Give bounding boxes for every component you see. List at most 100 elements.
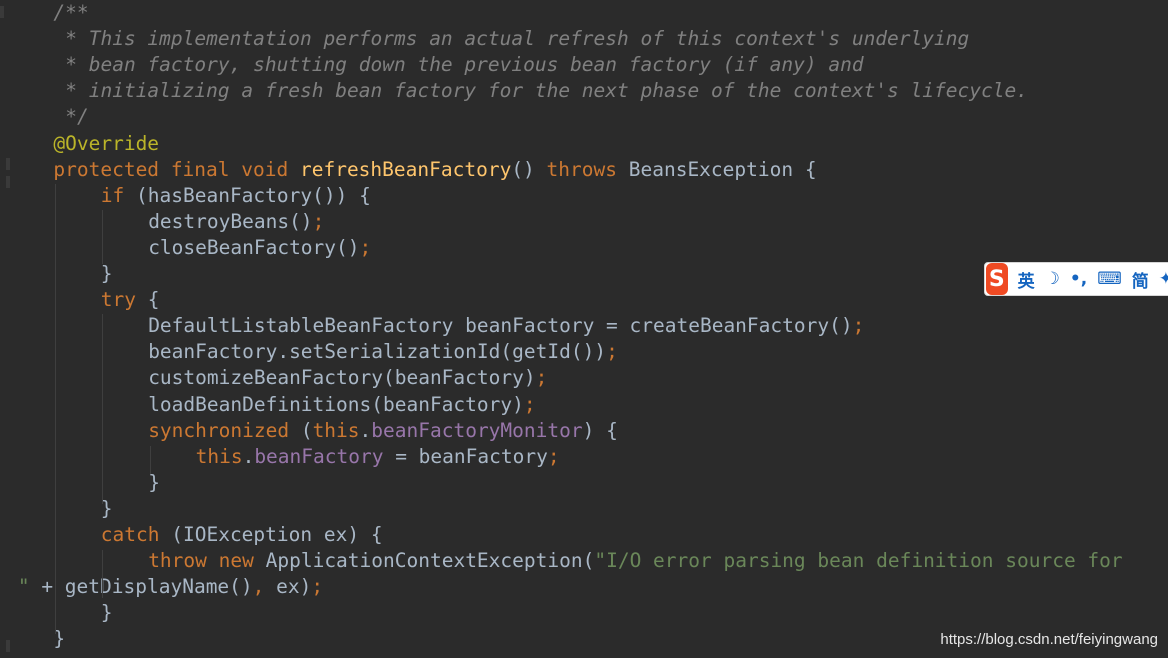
code-token: this: [312, 418, 360, 442]
code-line: * This implementation performs an actual…: [65, 26, 969, 52]
gutter-fold-mark: [6, 176, 10, 188]
sogou-logo-icon[interactable]: S: [986, 263, 1008, 295]
code-token: [230, 158, 242, 181]
code-token: */: [65, 105, 89, 129]
code-token: DefaultListableBeanFactory beanFactory =…: [148, 314, 853, 338]
watermark-url: https://blog.csdn.net/feiyingwang: [940, 631, 1158, 648]
code-line: }: [53, 626, 65, 652]
code-line: customizeBeanFactory(beanFactory);: [148, 365, 547, 391]
code-token: beanFactory.setSerializationId(getId()): [148, 340, 607, 364]
code-line: catch (IOException ex) {: [101, 522, 383, 548]
code-line: */: [65, 104, 88, 130]
code-token: ) {: [582, 418, 618, 442]
code-line: throw new ApplicationContextException("I…: [148, 548, 1122, 574]
indent-guide: [102, 210, 103, 264]
code-token: ;: [547, 444, 560, 468]
indent-guide: [150, 446, 151, 474]
code-line: }: [101, 496, 113, 522]
code-line: }: [101, 600, 113, 626]
code-token: .: [359, 418, 372, 442]
code-token: loadBeanDefinitions(beanFactory): [148, 392, 524, 416]
code-token: ,: [252, 575, 265, 599]
code-line: closeBeanFactory();: [148, 235, 371, 261]
code-token: this: [195, 444, 243, 468]
code-line: * initializing a fresh bean factory for …: [65, 78, 1028, 104]
code-token: {: [136, 288, 160, 312]
code-line: this.beanFactory = beanFactory;: [196, 444, 560, 470]
code-token: @Override: [53, 131, 160, 155]
ime-toolbar[interactable]: S 英 ☽ •, ⌨ 简 ✦: [984, 262, 1168, 296]
code-line: try {: [101, 287, 160, 313]
code-line: * bean factory, shutting down the previo…: [65, 52, 863, 78]
code-line: if (hasBeanFactory()) {: [101, 183, 371, 209]
ime-simplified-toggle[interactable]: 简: [1131, 271, 1149, 292]
code-token: protected: [53, 157, 160, 181]
code-token: destroyBeans(): [148, 209, 313, 233]
code-token: }: [100, 601, 113, 625]
code-token: (hasBeanFactory()) {: [124, 183, 371, 207]
indent-guide: [102, 314, 103, 504]
code-token: customizeBeanFactory(beanFactory): [148, 366, 536, 390]
code-line: }: [148, 470, 160, 496]
moon-icon[interactable]: ☽: [1044, 269, 1060, 289]
code-token: (IOException ex) {: [159, 523, 383, 546]
code-token: /**: [53, 1, 89, 24]
code-token: [159, 158, 171, 181]
indent-guide: [102, 550, 103, 598]
code-token: [207, 549, 219, 572]
code-line: synchronized (this.beanFactoryMonitor) {: [148, 418, 618, 444]
punctuation-icon[interactable]: •,: [1069, 269, 1088, 289]
code-token: [288, 158, 300, 181]
code-line: @Override: [53, 131, 159, 157]
code-token: new: [218, 549, 254, 573]
code-token: "I/O error parsing bean definition sourc…: [594, 549, 1123, 573]
code-token: throws: [546, 157, 617, 181]
keyboard-icon[interactable]: ⌨: [1097, 269, 1122, 289]
gutter-fold-mark: [0, 6, 4, 18]
code-line: DefaultListableBeanFactory beanFactory =…: [148, 313, 864, 339]
code-token: }: [100, 262, 113, 285]
code-token: catch: [100, 523, 160, 546]
code-token: final: [170, 157, 230, 181]
code-token: }: [148, 470, 160, 494]
code-token: BeansException {: [617, 157, 817, 181]
code-token: ;: [312, 209, 325, 233]
code-token: ;: [523, 392, 536, 416]
code-token: if: [100, 183, 125, 207]
code-token: closeBeanFactory(): [148, 235, 360, 259]
code-token: ;: [535, 366, 548, 390]
gutter-fold-mark: [6, 158, 10, 170]
code-line: destroyBeans();: [148, 209, 324, 235]
code-line: }: [101, 261, 113, 287]
code-line: /**: [53, 0, 88, 26]
code-token: ex): [264, 575, 312, 599]
code-token: }: [53, 627, 66, 651]
code-token: beanFactory: [254, 444, 384, 468]
more-icon[interactable]: ✦: [1158, 269, 1168, 289]
code-token: * bean factory, shutting down the previo…: [65, 53, 864, 77]
code-token: ;: [606, 340, 618, 364]
indent-guide: [55, 184, 56, 634]
code-token: }: [100, 496, 113, 520]
code-line: loadBeanDefinitions(beanFactory);: [148, 392, 535, 418]
code-token: ;: [359, 235, 372, 259]
code-token: ;: [852, 314, 865, 338]
code-token: * initializing a fresh bean factory for …: [65, 79, 1028, 103]
code-line: protected final void refreshBeanFactory(…: [53, 157, 816, 183]
code-token: + getDisplayName(): [41, 575, 253, 599]
ime-mode-toggle[interactable]: 英: [1017, 271, 1035, 292]
code-token: .: [242, 444, 255, 468]
code-token: throw: [148, 549, 207, 573]
code-token: * This implementation performs an actual…: [65, 27, 970, 51]
code-token: (: [289, 418, 313, 442]
code-token: try: [100, 288, 137, 312]
code-token: (): [511, 157, 547, 181]
gutter-fold-mark: [6, 640, 10, 652]
code-token: = beanFactory: [383, 444, 548, 468]
code-line: beanFactory.setSerializationId(getId());: [148, 339, 618, 365]
code-token: refreshBeanFactory: [299, 157, 512, 181]
code-token: ApplicationContextException(: [253, 549, 595, 573]
code-token: ;: [311, 575, 324, 599]
code-token: synchronized: [148, 418, 290, 442]
